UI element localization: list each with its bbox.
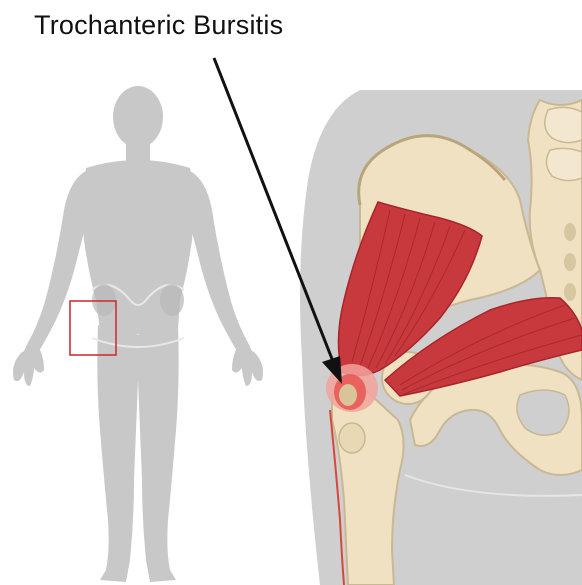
silhouette-left-leg <box>97 325 140 582</box>
body-silhouette <box>13 86 263 582</box>
bursa-center <box>339 384 357 406</box>
silhouette-left-arm <box>20 170 92 362</box>
silhouette-right-hand <box>232 346 263 386</box>
lumbar-vertebra-2 <box>546 148 582 180</box>
sacral-foramina <box>564 223 576 301</box>
silhouette-left-hand <box>13 346 44 386</box>
diagram-title: Trochanteric Bursitis <box>34 10 283 41</box>
obturator-foramen <box>517 390 569 435</box>
lesser-trochanter <box>339 423 365 453</box>
silhouette-right-leg <box>136 325 179 582</box>
silhouette-neck <box>126 140 150 162</box>
silhouette-head <box>113 86 163 148</box>
silhouette-right-arm <box>184 170 256 362</box>
lumbar-vertebra <box>545 107 582 142</box>
